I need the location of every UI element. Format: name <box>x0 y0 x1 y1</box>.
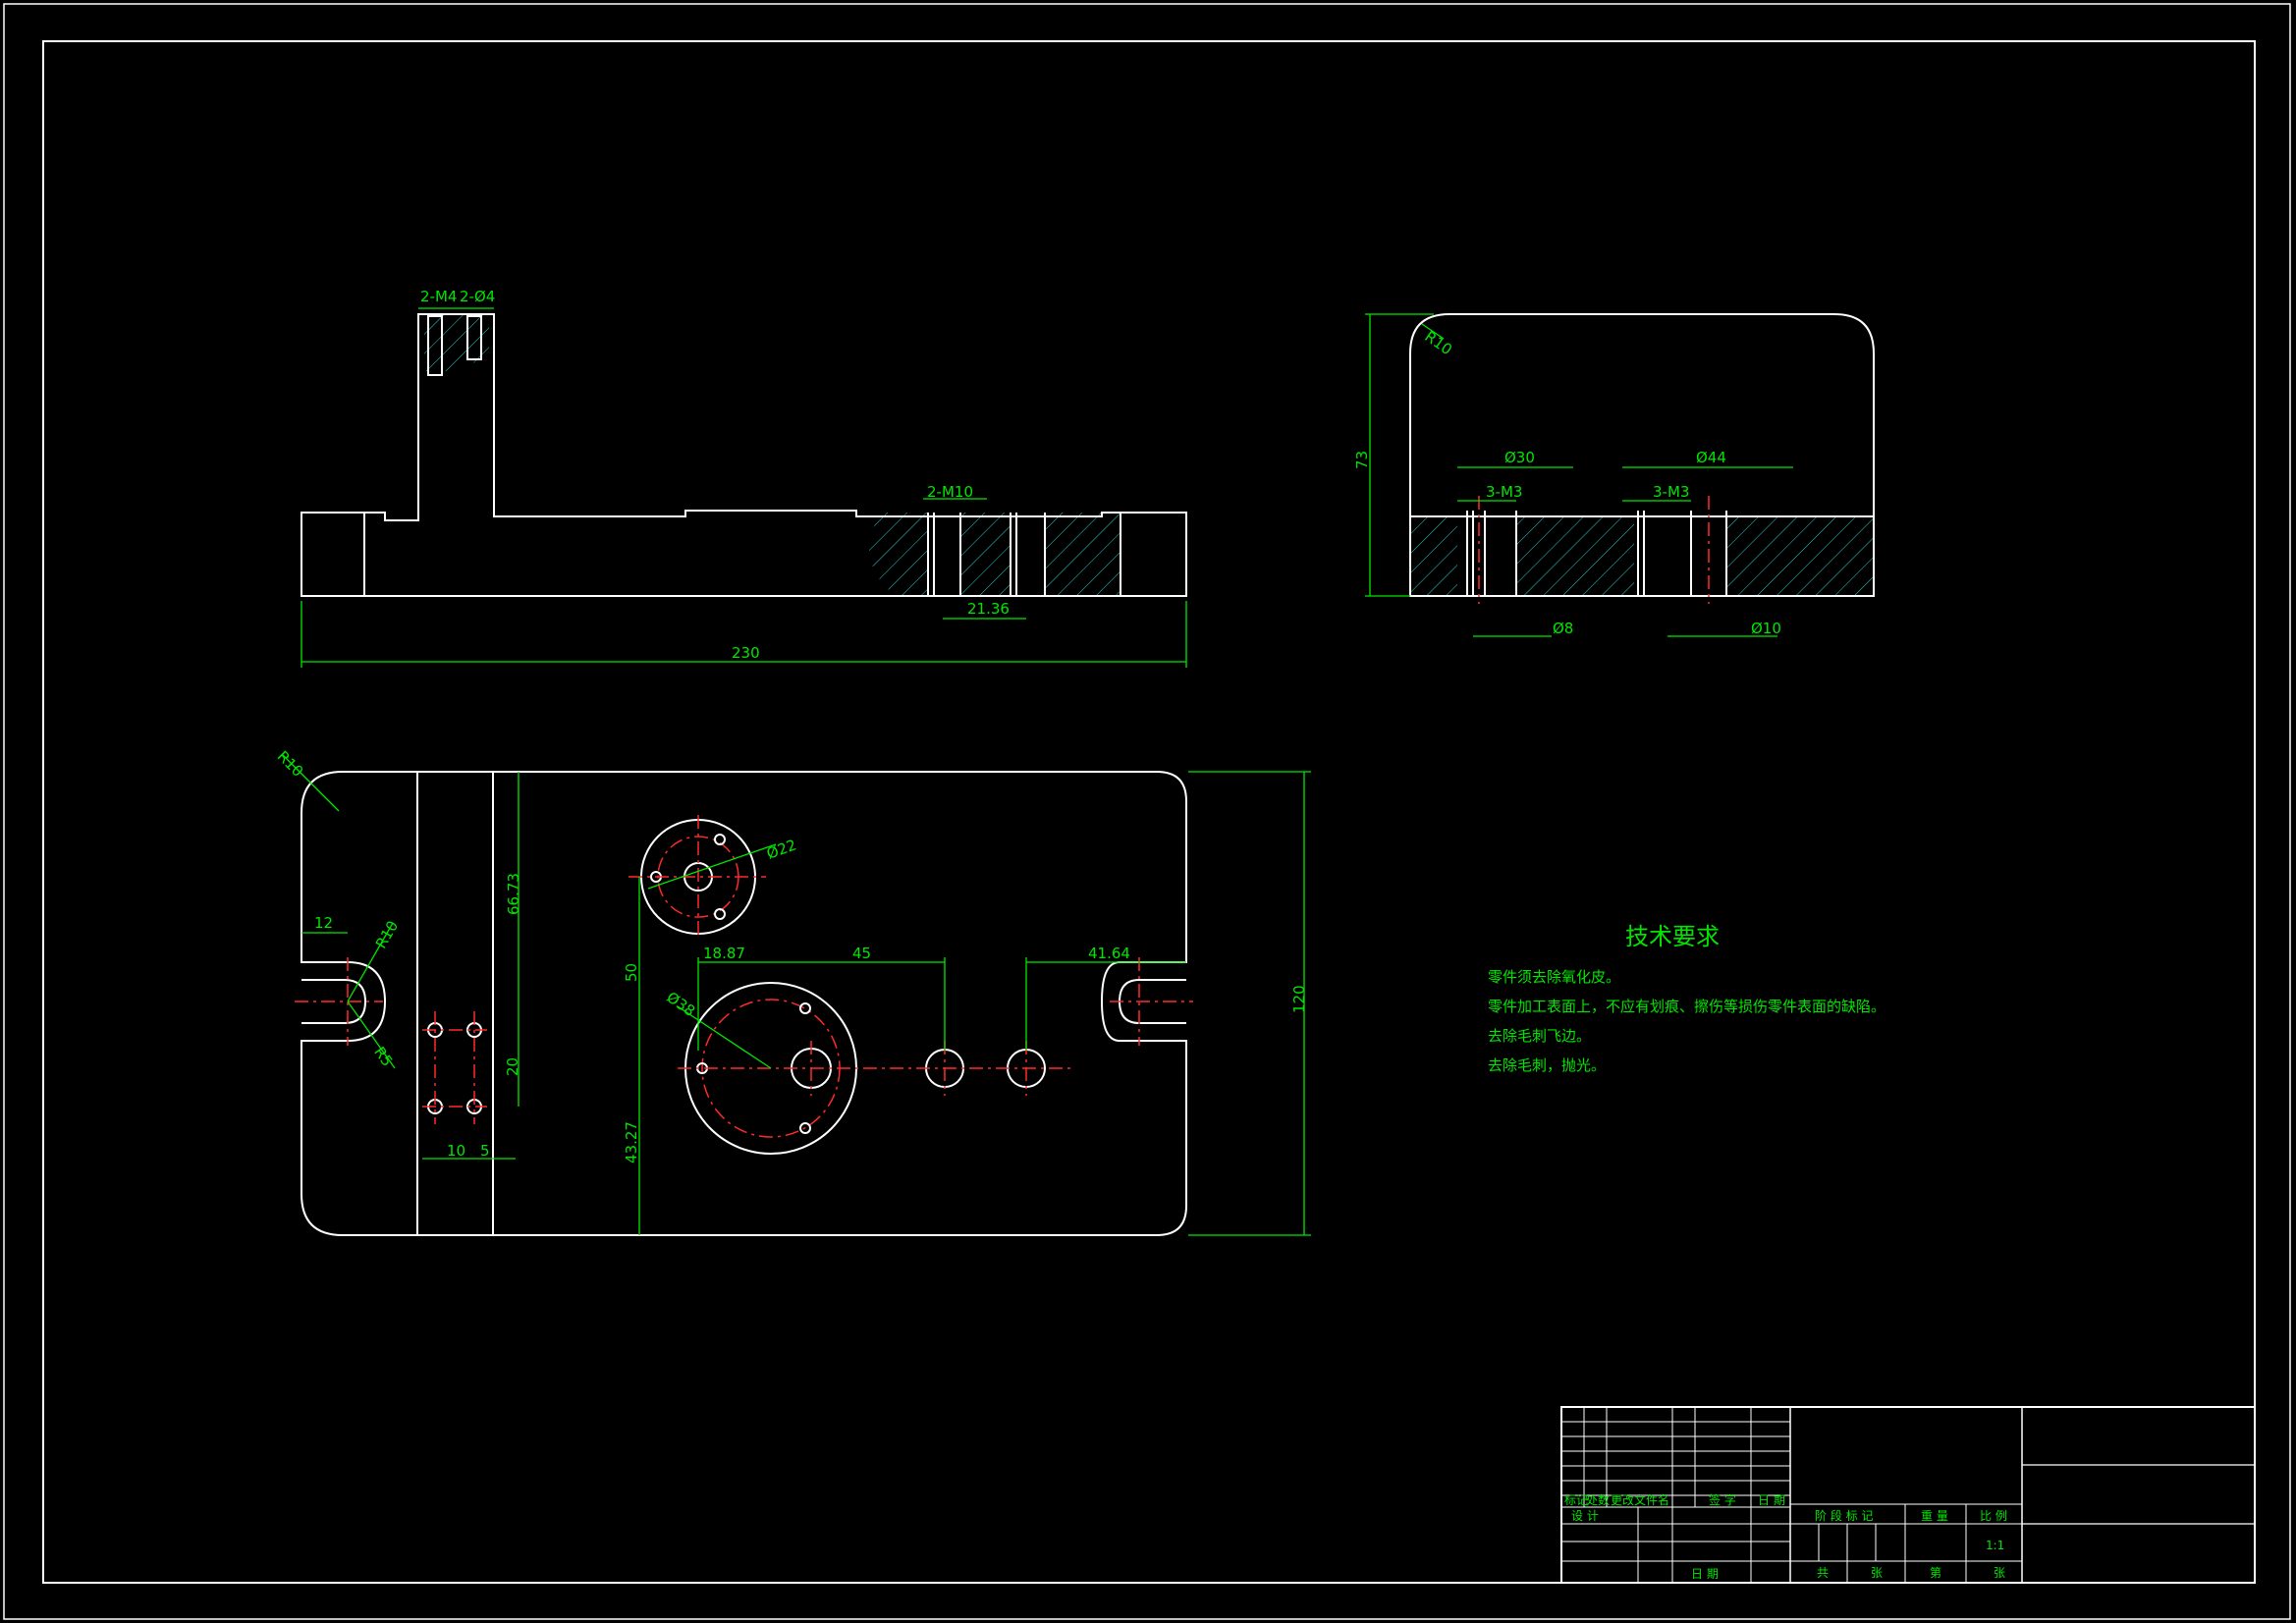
dim-side-bore-2: Ø44 <box>1696 449 1726 466</box>
dim-plan-height-1: 66.73 <box>505 873 522 915</box>
tb-scale: 比 例 <box>1980 1509 2007 1523</box>
dim-plan-slot-radius: R10 <box>372 918 402 952</box>
dim-side-hole-1: Ø8 <box>1553 620 1573 637</box>
tech-req-item-1: 零件须去除氧化皮。 <box>1488 968 1620 986</box>
dim-side-thread-2: 3-M3 <box>1653 483 1689 501</box>
dim-plan-slot-width: 12 <box>314 914 333 932</box>
tb-design: 设 计 <box>1571 1509 1599 1523</box>
dim-plan-height-4: 43.27 <box>623 1121 640 1163</box>
dim-side-bore-1: Ø30 <box>1504 449 1535 466</box>
dim-side-thread-1: 3-M3 <box>1486 483 1522 501</box>
inner-frame <box>42 40 2256 1584</box>
tb-scale-value: 1:1 <box>1986 1539 2004 1552</box>
tb-sheets-unit: 张 <box>1871 1566 1883 1580</box>
tb-sheet-no: 第 <box>1930 1566 1941 1580</box>
tech-req-item-2: 零件加工表面上，不应有划痕、擦伤等损伤零件表面的缺陷。 <box>1488 998 1886 1015</box>
dim-plan-circle-small: Ø22 <box>764 836 798 862</box>
dim-plan-offset-2: 45 <box>852 945 871 962</box>
dim-top-hole: 2-Ø4 <box>460 288 495 305</box>
dim-plan-offset-3: 41.64 <box>1088 945 1130 962</box>
dim-plan-height-3: 20 <box>504 1057 521 1076</box>
tb-rev-doc: 更改文件名 <box>1611 1492 1669 1507</box>
side-view: 73 R10 Ø30 Ø44 3-M3 3-M3 Ø8 Ø10 <box>1353 313 1875 637</box>
dim-plan-pitch-1: 10 <box>447 1142 465 1160</box>
outer-border <box>3 3 2291 1620</box>
tech-req-title: 技术要求 <box>1625 923 1720 950</box>
tb-rev-count: 处数 <box>1586 1492 1610 1507</box>
front-view: 230 2-M4 2-Ø4 2-M10 21.36 <box>301 288 1187 668</box>
plan-view: 120 R10 12 R10 R5 66.73 20 10 5 50 43.27… <box>274 747 1311 1236</box>
tb-sheets-total: 共 <box>1817 1566 1829 1580</box>
tb-stage: 阶 段 标 记 <box>1815 1508 1873 1523</box>
dim-side-hole-2: Ø10 <box>1751 620 1781 637</box>
dim-plan-pitch-2: 5 <box>480 1142 490 1160</box>
tb-date: 日 期 <box>1691 1567 1719 1581</box>
dim-top-thread: 2-M4 <box>420 288 457 305</box>
tb-rev-date: 日 期 <box>1758 1493 1785 1507</box>
tb-rev-sign: 签 字 <box>1709 1492 1736 1507</box>
dim-plan-height-2: 50 <box>623 963 640 982</box>
technical-requirements: 技术要求 零件须去除氧化皮。 零件加工表面上，不应有划痕、擦伤等损伤零件表面的缺… <box>1488 923 1886 1074</box>
dim-front-spacing: 21.36 <box>967 600 1010 618</box>
tech-req-item-3: 去除毛刺飞边。 <box>1488 1027 1591 1045</box>
dim-plan-width: 120 <box>1290 985 1308 1013</box>
dim-overall-length: 230 <box>732 644 760 662</box>
title-block: 标记 处数 更改文件名 签 字 日 期 设 计 日 期 阶 段 标 记 重 量 … <box>1560 1406 2256 1584</box>
dim-plan-circle-large: Ø38 <box>663 989 698 1020</box>
dim-side-radius: R10 <box>1421 328 1455 359</box>
tb-weight: 重 量 <box>1921 1509 1948 1523</box>
dim-plan-corner-radius: R10 <box>274 747 307 781</box>
tb-rev-mark: 标记 <box>1564 1493 1588 1507</box>
dim-side-height: 73 <box>1353 451 1371 469</box>
dim-plan-offset-1: 18.87 <box>703 945 745 962</box>
tech-req-item-4: 去除毛刺，抛光。 <box>1488 1056 1606 1074</box>
dim-front-thread: 2-M10 <box>927 483 973 501</box>
tb-sheet-no-unit: 张 <box>1994 1566 2005 1580</box>
